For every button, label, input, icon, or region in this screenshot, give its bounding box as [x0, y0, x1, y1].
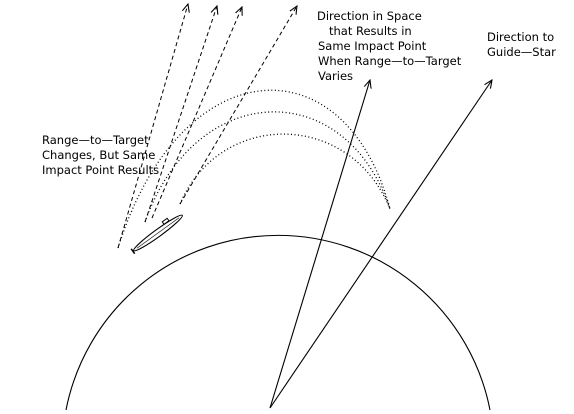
earth-outline [65, 234, 491, 411]
dashed-direction-2 [144, 6, 217, 223]
submarine-icon [130, 214, 183, 255]
dashed-direction-3 [151, 7, 242, 219]
trajectory-arc-outer [117, 89, 391, 249]
trajectory-arc-inner [179, 133, 391, 210]
dashed-direction-1 [117, 4, 188, 249]
guide-star-direction-vector [269, 80, 492, 409]
space-direction-label: Direction in Space that Results in Same … [317, 9, 465, 83]
range-to-target-label: Range—to—Target Changes, But Same Impact… [42, 133, 159, 177]
trajectory-arc-middle [144, 111, 391, 223]
dashed-direction-4 [179, 6, 297, 205]
guide-star-label: Direction to Guide—Star [487, 30, 558, 59]
space-direction-vector [269, 80, 370, 409]
